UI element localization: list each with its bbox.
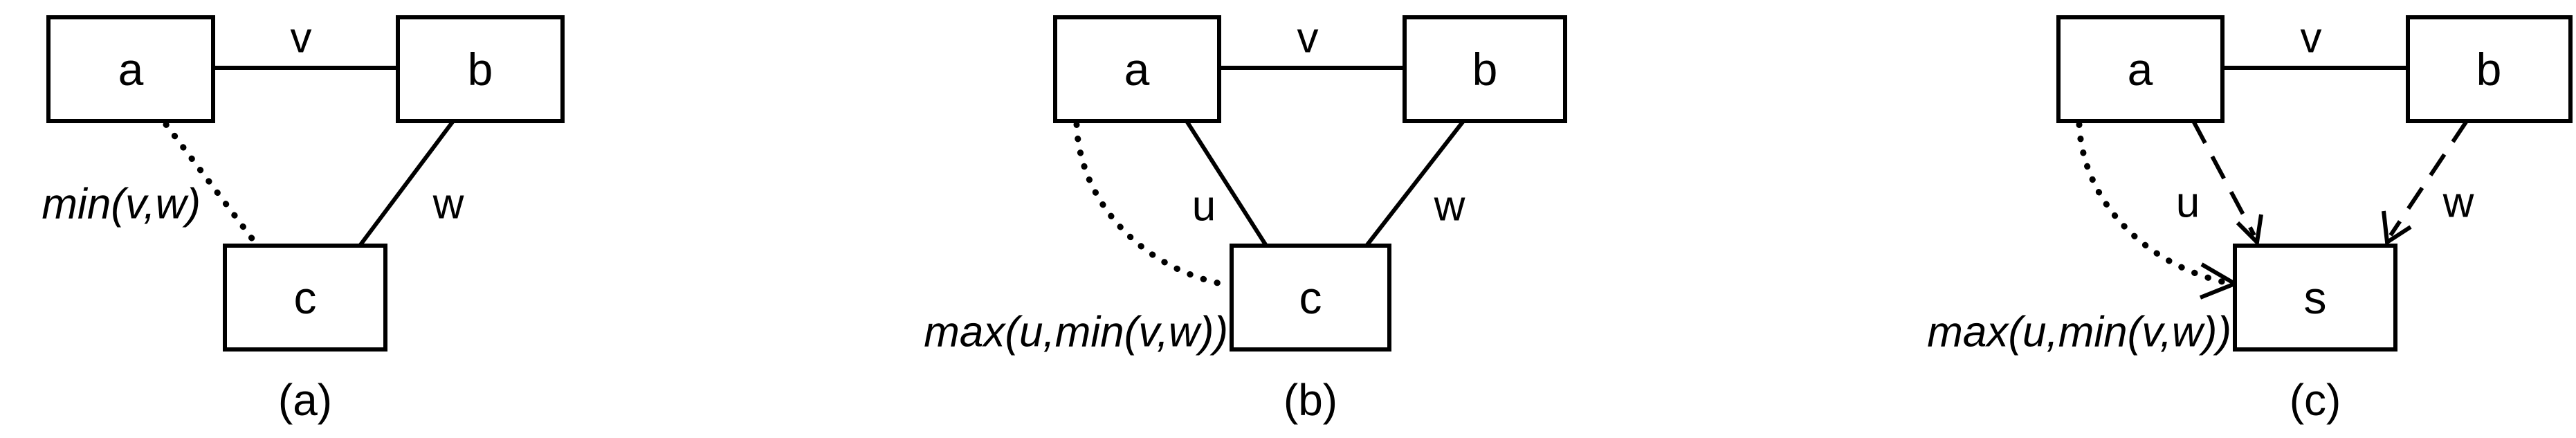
node-b-label: b xyxy=(1472,44,1498,95)
node-s xyxy=(2233,244,2397,352)
formula-label: min(v,w) xyxy=(42,181,201,228)
dotted-edge-a-c xyxy=(1073,121,1232,289)
node-a-label: a xyxy=(118,44,144,95)
edge-label-u: u xyxy=(2176,179,2200,227)
node-a xyxy=(1053,15,1221,123)
arrowhead-a-s xyxy=(2236,214,2263,247)
node-s-label: s xyxy=(2304,272,2327,323)
node-c xyxy=(1230,244,1391,352)
edge-label-w: w xyxy=(2442,179,2474,227)
panel-c: a b s v u w max(u,min(v,w)) (c) xyxy=(1927,15,2573,425)
node-b-label: b xyxy=(468,44,493,95)
dashed-edge-a-s xyxy=(2191,120,2256,237)
edge-b-c xyxy=(358,120,455,247)
edge-label-u: u xyxy=(1192,183,1216,230)
panel-b: a b c v u w max(u,min(v,w)) (b) xyxy=(924,15,1567,425)
node-a xyxy=(46,15,215,123)
edge-label-w: w xyxy=(432,181,464,228)
formula-label: max(u,min(v,w)) xyxy=(924,309,1228,356)
dashed-edge-b-s xyxy=(2388,120,2469,237)
formula-label: max(u,min(v,w)) xyxy=(1927,309,2231,356)
node-b xyxy=(1403,15,1567,123)
node-b xyxy=(396,15,565,123)
edge-b-c xyxy=(1364,120,1465,247)
edge-label-w: w xyxy=(1434,183,1465,230)
node-a xyxy=(2056,15,2225,123)
edge-a-c xyxy=(1185,120,1268,247)
caption-a: (a) xyxy=(278,375,332,425)
dotted-edge-a-c xyxy=(163,121,261,249)
arrowhead-b-s xyxy=(2382,210,2412,246)
caption-c: (c) xyxy=(2290,375,2341,425)
node-b-label: b xyxy=(2476,44,2502,95)
node-a-label: a xyxy=(1124,44,1150,95)
edge-label-v: v xyxy=(291,15,312,62)
panel-a: a b c v w min(v,w) (a) xyxy=(42,15,565,425)
dotted-edge-a-s xyxy=(2076,121,2235,287)
caption-b: (b) xyxy=(1284,375,1337,425)
edge-label-v: v xyxy=(2301,15,2322,62)
node-a-label: a xyxy=(2128,44,2153,95)
node-c xyxy=(223,244,387,352)
node-b xyxy=(2406,15,2573,123)
edge-label-v: v xyxy=(1297,15,1319,62)
arrowhead-dotted-a-s xyxy=(2199,262,2240,300)
node-c-label: c xyxy=(1299,272,1322,323)
node-c-label: c xyxy=(294,272,317,323)
